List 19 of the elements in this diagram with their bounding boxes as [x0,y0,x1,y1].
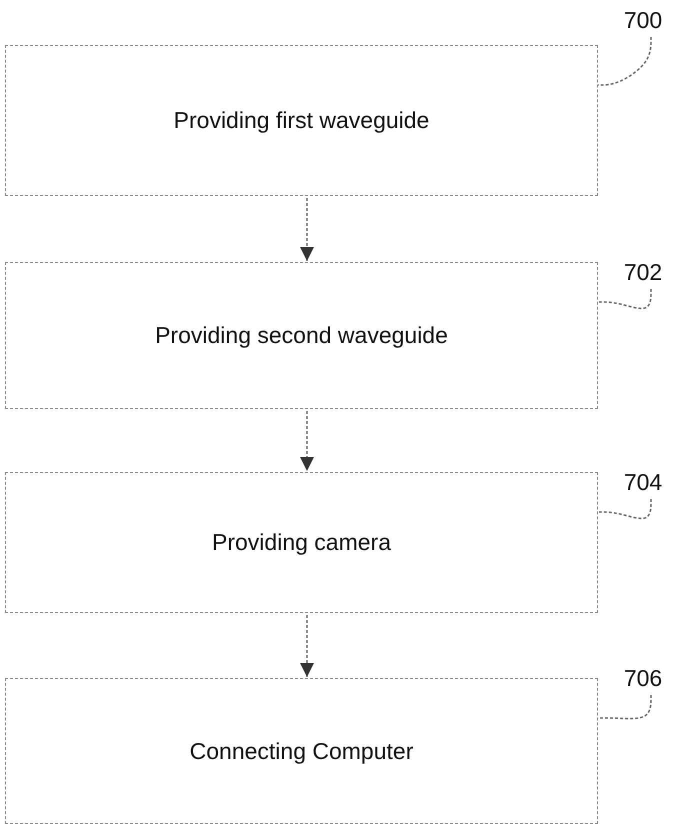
arrow [300,198,314,261]
process-box [5,472,598,613]
reference-numeral: 702 [624,258,662,286]
leader-line [598,289,652,310]
leader-line [598,499,652,520]
step-label: Providing second waveguide [155,322,448,349]
reference-numeral: 704 [624,468,662,496]
process-box [5,262,598,409]
leader-line [598,695,652,720]
leader-line [598,37,652,86]
step-label: Connecting Computer [190,738,414,764]
reference-numeral: 700 [624,6,662,34]
step-label: Providing first waveguide [174,107,430,134]
arrow [300,411,314,471]
process-box [5,678,598,824]
step-label: Providing camera [212,529,391,556]
arrow [300,615,314,677]
process-box [5,45,598,196]
reference-numeral: 706 [624,664,662,692]
